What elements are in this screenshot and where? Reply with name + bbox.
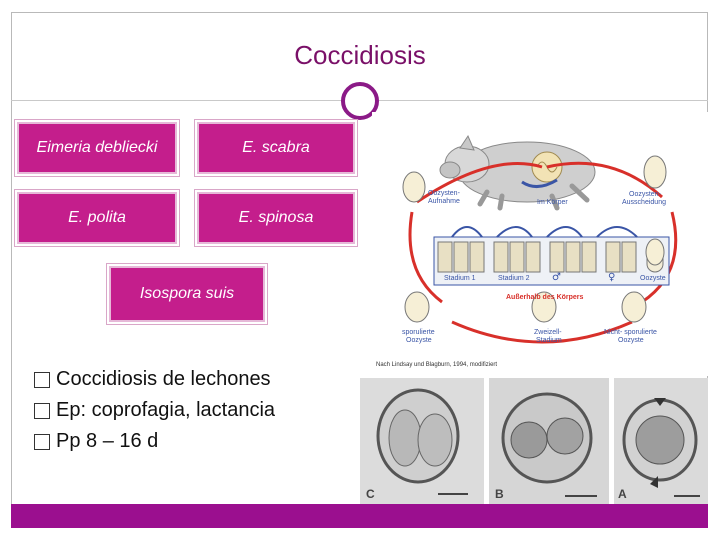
label-male: ♂ xyxy=(552,272,561,283)
bullet-text: Pp 8 – 16 d xyxy=(56,430,159,452)
bullet-box-icon xyxy=(34,402,50,419)
micrograph-label-a: A xyxy=(618,487,627,501)
label-oocyst: Oozyste xyxy=(640,275,666,282)
life-cycle-diagram: Oozysten-Aufnahme Im Körper Oozysten-Aus… xyxy=(372,112,708,376)
micrograph-label-c: C xyxy=(366,487,375,501)
cycle-arc-top-right xyxy=(546,161,664,199)
nonsporulated-oocyst-icon xyxy=(621,291,647,323)
label-stage2: Stadium 2 xyxy=(498,275,530,282)
species-box-e-scabra: E. scabra xyxy=(194,119,358,177)
sporulated-oocyst-icon xyxy=(404,291,430,323)
label-outside: Außerhalb des Körpers xyxy=(506,294,584,301)
bullet-item: Coccidiosis de lechones xyxy=(34,364,275,395)
micrograph-a: A xyxy=(614,378,708,504)
stage-arrows xyxy=(451,226,638,238)
label-in-body: Im Körper xyxy=(537,199,568,206)
label-female: ♀ xyxy=(608,272,615,283)
title-divider-right xyxy=(379,100,708,101)
life-cycle-svg: Oozysten-Aufnahme Im Körper Oozysten-Aus… xyxy=(376,134,678,368)
bullet-item: Ep: coprofagia, lactancia xyxy=(34,395,275,426)
oocyst-uptake-icon xyxy=(402,171,426,203)
micrograph-b-svg: B xyxy=(489,378,609,504)
micrograph-b: B xyxy=(489,378,609,504)
diagram-source: Nach Lindsay und Blagburn, 1994, modifiz… xyxy=(376,362,497,368)
bullet-box-icon xyxy=(34,371,50,388)
bullet-box-icon xyxy=(34,433,50,450)
bullet-item: Pp 8 – 16 d xyxy=(34,426,275,457)
cycle-arc-right xyxy=(641,211,678,304)
species-box-eimeria-debliecki: Eimeria debliecki xyxy=(14,119,180,177)
bullet-text: Coccidiosis de lechones xyxy=(56,368,271,390)
species-box-e-polita: E. polita xyxy=(14,189,180,247)
micrograph-label-b: B xyxy=(495,487,504,501)
cycle-arc-left xyxy=(408,211,443,304)
label-twocell: Zweizell-Stadium xyxy=(534,329,562,344)
micrograph-a-svg: A xyxy=(614,378,708,504)
bullet-list: Coccidiosis de lechones Ep: coprofagia, … xyxy=(34,364,275,457)
slide-title: Coccidiosis xyxy=(294,40,426,70)
oocyst-icon xyxy=(645,238,665,266)
cell-row xyxy=(437,241,664,273)
micrograph-c: C xyxy=(360,378,484,504)
pig-illustration xyxy=(439,134,596,211)
cycle-arc-bottom xyxy=(451,320,633,344)
oocyst-excreted-icon xyxy=(643,155,667,189)
species-box-isospora-suis: Isospora suis xyxy=(106,263,268,325)
cycle-arc-top xyxy=(416,162,543,204)
species-box-e-spinosa: E. spinosa xyxy=(194,189,358,247)
slide-bottom-bar xyxy=(11,504,708,528)
title-divider-left xyxy=(11,100,341,101)
label-stage1: Stadium 1 xyxy=(444,275,476,282)
label-excretion: Oozysten-Ausscheidung xyxy=(622,191,666,206)
micrograph-c-svg: C xyxy=(360,378,484,504)
twocell-stage-icon xyxy=(531,291,557,323)
label-uptake: Oozysten-Aufnahme xyxy=(428,190,461,205)
bullet-text: Ep: coprofagia, lactancia xyxy=(56,399,276,421)
